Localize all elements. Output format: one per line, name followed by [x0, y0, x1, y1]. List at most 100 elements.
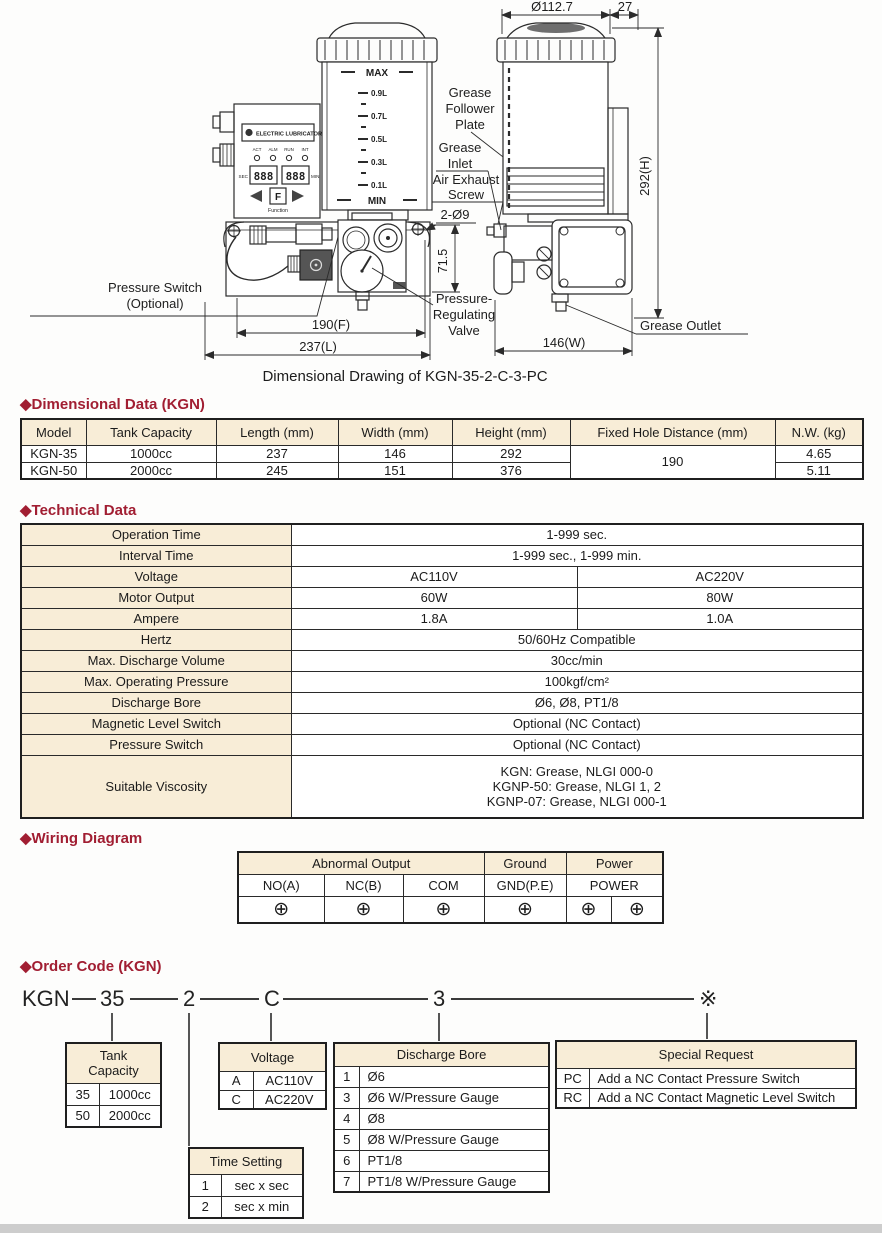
- cell: KGN-50: [20, 461, 87, 480]
- pressure-switch-label: Pressure Switch: [108, 280, 202, 295]
- terminal-screw-icon: ⊕: [402, 895, 485, 924]
- code-cell: 2: [188, 1195, 222, 1219]
- code-drop-line: [706, 1013, 708, 1039]
- air-exhaust-label: Screw: [448, 187, 485, 202]
- cell: 237: [215, 444, 339, 463]
- follower-plate-label: Follower: [445, 101, 495, 116]
- cell: AC110V: [290, 565, 578, 588]
- viscosity-line: KGNP-07: Grease, NLGI 000-1: [486, 793, 667, 809]
- group-header: Power: [565, 851, 664, 875]
- code-cell: 7: [333, 1170, 360, 1193]
- scale-tick: 0.5L: [371, 135, 387, 144]
- dim-190F: 190(F): [312, 317, 350, 332]
- front-dimensions: [204, 240, 431, 360]
- cell: KGN: Grease, NLGI 000-0 KGNP-50: Grease,…: [290, 754, 864, 819]
- code-connector: [283, 998, 428, 1000]
- dim-dia: Ø112.7: [531, 0, 573, 14]
- code-cell: A: [218, 1070, 254, 1091]
- row-label: Hertz: [20, 628, 292, 651]
- dim-27: 27: [618, 0, 632, 14]
- value-cell: PT1/8 W/Pressure Gauge: [358, 1170, 550, 1193]
- follower-plate-label: Plate: [455, 117, 485, 132]
- prv-label: Regulating: [433, 307, 495, 322]
- dim-71-5: 71.5: [436, 249, 450, 273]
- table-row: KGN-50 2000cc 245 151 376 5.11: [20, 461, 864, 480]
- prv-label: Pressure-: [436, 291, 492, 306]
- air-exhaust-label: Air Exhaust: [433, 172, 500, 187]
- side-view: Ø112.7 27 292(H) 146(W) Grease Outlet: [486, 0, 748, 356]
- code-cell: RC: [555, 1087, 590, 1109]
- cell: 100kgf/cm²: [290, 670, 864, 693]
- code-cell: 1: [188, 1173, 222, 1197]
- value-cell: Add a NC Contact Pressure Switch: [588, 1067, 857, 1089]
- code-connector: [72, 998, 96, 1000]
- order-code-title: ◆Order Code (KGN): [20, 958, 162, 975]
- terminal-label: POWER: [565, 873, 664, 897]
- table-title: Tank Capacity: [65, 1042, 162, 1084]
- row-label: Max. Discharge Volume: [20, 649, 292, 672]
- cell: 50/60Hz Compatible: [290, 628, 864, 651]
- viscosity-line: KGNP-50: Grease, NLGI 1, 2: [492, 778, 661, 794]
- code-drop-line: [188, 1013, 190, 1146]
- value-cell: Ø6: [358, 1065, 550, 1088]
- terminal-label: GND(P.E): [483, 873, 567, 897]
- cell: 1000cc: [85, 444, 217, 463]
- cell: KGN-35: [20, 444, 87, 463]
- scale-min-label: MIN: [368, 196, 386, 207]
- value-cell: AC110V: [252, 1070, 327, 1091]
- viscosity-line: KGN: Grease, NLGI 000-0: [500, 763, 653, 779]
- wiring-table: Abnormal Output Ground Power NO(A) NC(B)…: [237, 851, 665, 924]
- code-cell: 50: [65, 1104, 100, 1128]
- dimensional-data-title: ◆Dimensional Data (KGN): [20, 396, 205, 413]
- cell: 2000cc: [85, 461, 217, 480]
- code-cell: 4: [333, 1107, 360, 1130]
- cell: Optional (NC Contact): [290, 712, 864, 735]
- cell: AC220V: [576, 565, 864, 588]
- terminal-label: COM: [402, 873, 485, 897]
- grease-outlet-label: Grease Outlet: [640, 318, 721, 333]
- sec-label: SEC: [239, 174, 249, 179]
- row-label: Magnetic Level Switch: [20, 712, 292, 735]
- group-header: Ground: [483, 851, 567, 875]
- seven-seg-display-min: 888: [286, 170, 306, 183]
- code-segment-special: ※: [699, 986, 718, 1011]
- code-cell: 3: [333, 1086, 360, 1109]
- control-panel: ELECTRIC LUBRICATOR ACT ALM RUN INT 888 …: [212, 103, 322, 219]
- f-button-label: F: [275, 192, 281, 203]
- scale-tick: 0.3L: [371, 158, 387, 167]
- dimensional-drawing: MAX MIN 0.9L 0.7L 0.5L 0.3L 0.1L: [30, 0, 748, 360]
- dim-146W: 146(W): [543, 335, 586, 350]
- terminal-screw-icon: ⊕: [323, 895, 404, 924]
- code-segment-tank: 35: [100, 986, 125, 1011]
- table-title: Discharge Bore: [333, 1042, 550, 1067]
- grease-inlet-label: Inlet: [448, 156, 473, 171]
- min-label: MIN: [311, 174, 319, 179]
- prv-label: Valve: [448, 323, 480, 338]
- seven-seg-display-sec: 888: [254, 170, 274, 183]
- cell: 1.0A: [576, 607, 864, 630]
- cell: 60W: [290, 586, 578, 609]
- row-label: Operation Time: [20, 523, 292, 546]
- col-header: Tank Capacity: [85, 418, 217, 446]
- value-cell: 2000cc: [98, 1104, 162, 1128]
- cell: 190: [569, 444, 776, 480]
